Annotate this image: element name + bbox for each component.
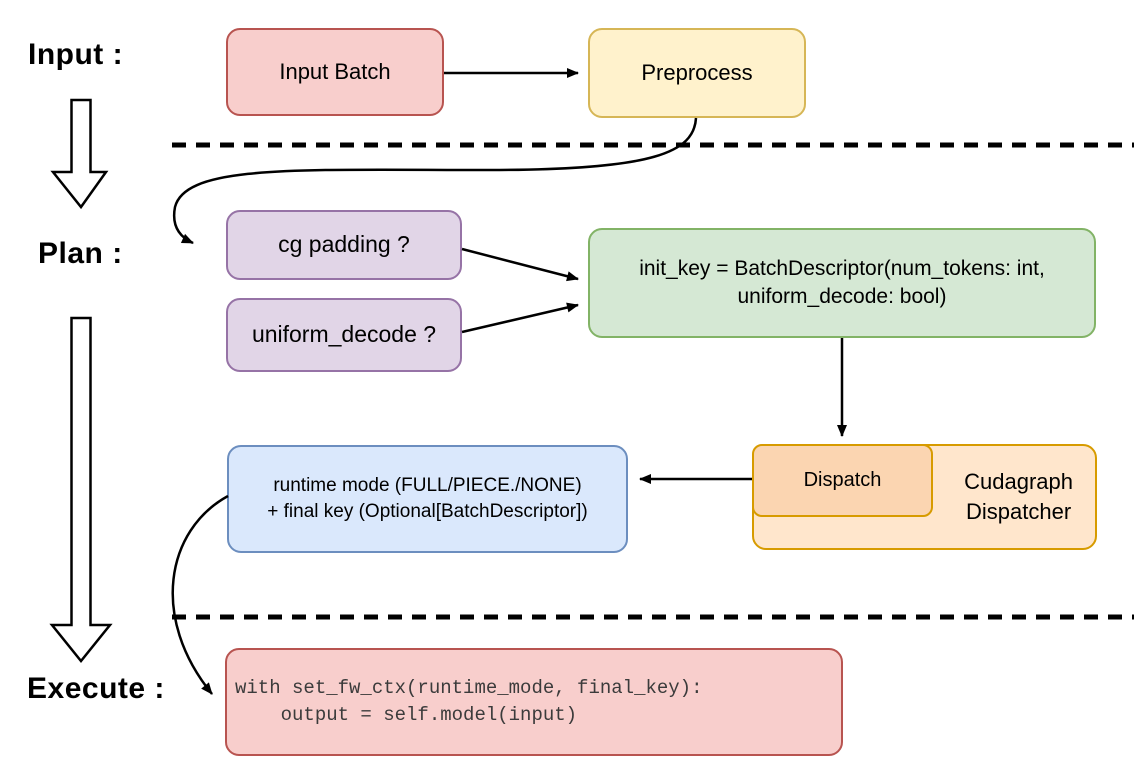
stage-label-execute: Execute : (27, 672, 165, 705)
node-init-key: init_key = BatchDescriptor(num_tokens: i… (588, 228, 1096, 338)
arrow-uniform-decode-to-init-key (461, 302, 579, 334)
node-uniform-decode: uniform_decode ? (226, 298, 462, 372)
node-cudagraph-dispatcher-label: Cudagraph Dispatcher (964, 469, 1073, 524)
node-execute-code: with set_fw_ctx(runtime_mode, final_key)… (225, 648, 843, 756)
arrow-cg-padding-to-init-key (461, 247, 579, 282)
node-preprocess-label: Preprocess (641, 60, 753, 86)
node-runtime-mode: runtime mode (FULL/PIECE./NONE) + final … (227, 445, 628, 553)
node-dispatch-label: Dispatch (803, 469, 882, 491)
node-input-batch: Input Batch (226, 28, 444, 116)
node-cg-padding: cg padding ? (226, 210, 462, 280)
stage-arrow-input-to-plan (50, 98, 109, 210)
node-init-key-label: init_key = BatchDescriptor(num_tokens: i… (639, 256, 1045, 308)
stage-label-input: Input : (28, 38, 124, 71)
node-runtime-mode-label: runtime mode (FULL/PIECE./NONE) + final … (267, 475, 588, 522)
node-preprocess: Preprocess (588, 28, 806, 118)
stage-arrow-plan-to-execute (49, 316, 113, 663)
node-dispatch: Dispatch (752, 444, 933, 517)
execute-code-text: with set_fw_ctx(runtime_mode, final_key)… (235, 677, 703, 726)
node-uniform-decode-label: uniform_decode ? (251, 321, 437, 348)
node-input-batch-label: Input Batch (279, 59, 391, 85)
stage-label-plan: Plan : (38, 237, 123, 270)
node-cg-padding-label: cg padding ? (278, 231, 410, 258)
arrow-runtime-mode-to-execute-code (171, 494, 229, 695)
